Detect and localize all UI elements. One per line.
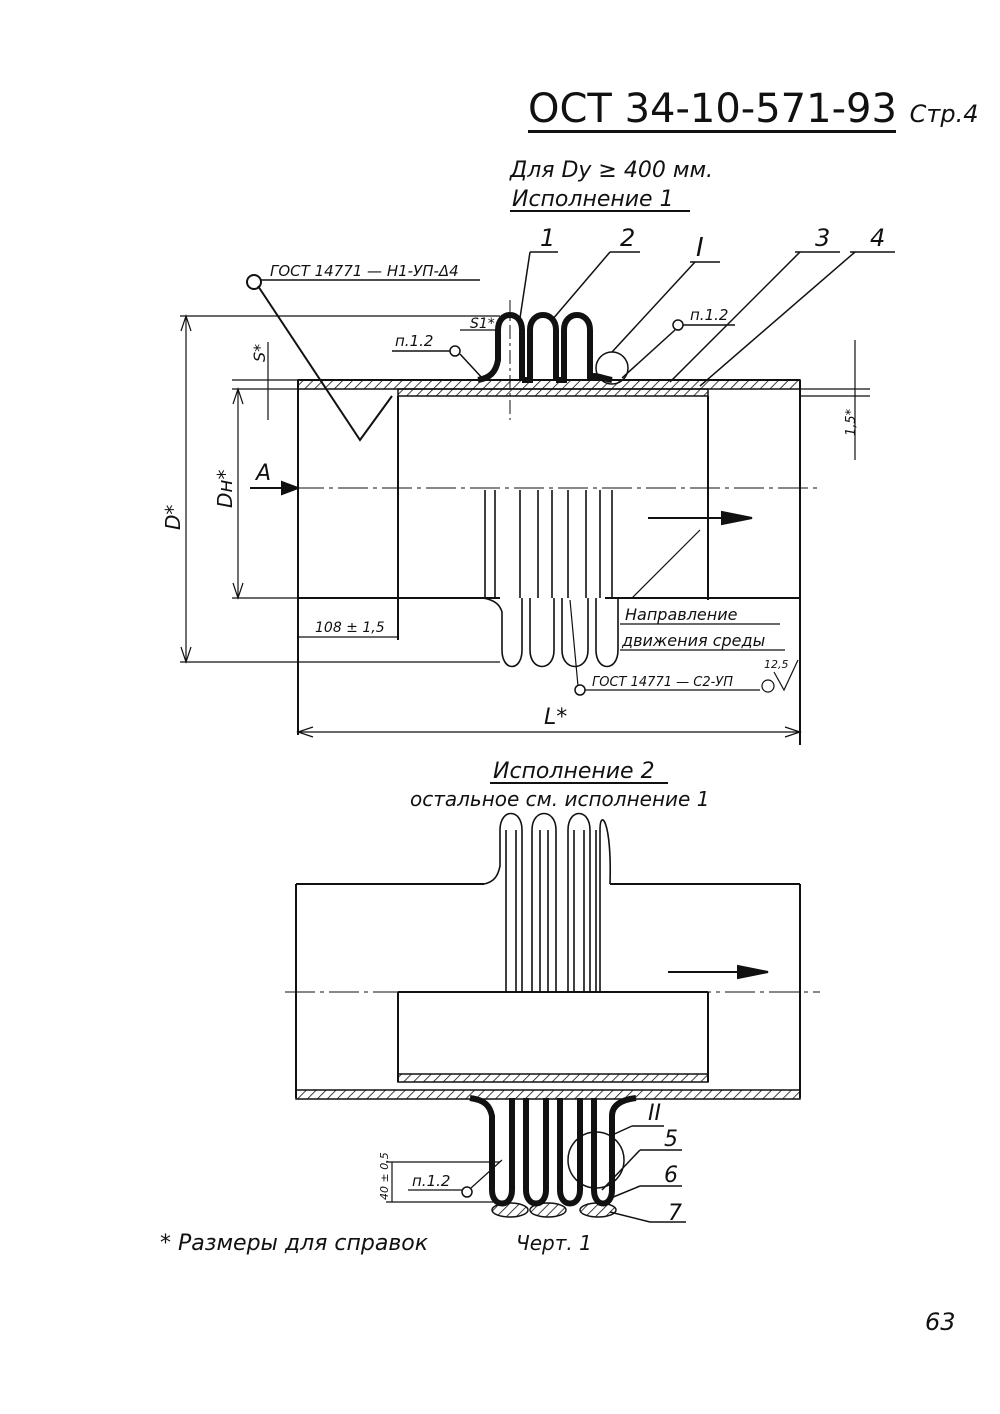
page-number: 63 [925, 1308, 956, 1336]
variant2-drawing [285, 812, 820, 1223]
condition-text: Для Dу ≥ 400 мм. [509, 158, 713, 183]
dim-L: L* [544, 705, 567, 730]
detail-view-I: I [696, 233, 704, 263]
detail-view-II: II [648, 1101, 661, 1126]
position-1: 1 [540, 224, 555, 252]
position-5: 5 [664, 1127, 678, 1152]
variant1-drawing [180, 251, 895, 745]
reference-note: * Размеры для справок [160, 1231, 429, 1256]
variant1-title: Исполнение 1 [512, 187, 674, 212]
ref-p12-a: п.1.2 [690, 306, 728, 324]
dim-s1: S1* [470, 316, 495, 332]
ref-p12-c: п.1.2 [412, 1172, 450, 1190]
dim-dn: Dн* [213, 470, 237, 508]
header-underline [528, 130, 896, 133]
dim-s: S* [250, 344, 269, 362]
position-4: 4 [870, 224, 885, 252]
weld-note-top: ГОСТ 14771 — Н1-УП-Δ4 [270, 262, 459, 280]
position-2: 2 [620, 224, 635, 252]
dim-40: 40 ± 0,5 [378, 1152, 391, 1200]
flow-label-line2: движения среды [621, 631, 765, 650]
roughness-value: 12,5 [764, 658, 789, 671]
weld-note-bottom: ГОСТ 14771 — С2-УП [592, 675, 733, 690]
view-arrow-A: A [254, 461, 271, 486]
figure-label: Черт. 1 [516, 1231, 592, 1255]
document-number: ОСТ 34-10-571-93 Стр.4 [528, 86, 979, 132]
position-6: 6 [664, 1163, 678, 1188]
dim-108: 108 ± 1,5 [315, 620, 385, 636]
dim-d: D* [161, 505, 185, 530]
variant2-title: Исполнение 2 [493, 759, 655, 784]
page-label: Стр.4 [909, 100, 979, 128]
dim-1-5: 1,5* [844, 408, 859, 436]
position-7: 7 [668, 1201, 682, 1226]
ref-p12-b: п.1.2 [395, 332, 433, 350]
flow-label-line1: Направление [625, 605, 738, 624]
variant2-note: остальное см. исполнение 1 [410, 787, 709, 811]
position-3: 3 [815, 224, 830, 252]
